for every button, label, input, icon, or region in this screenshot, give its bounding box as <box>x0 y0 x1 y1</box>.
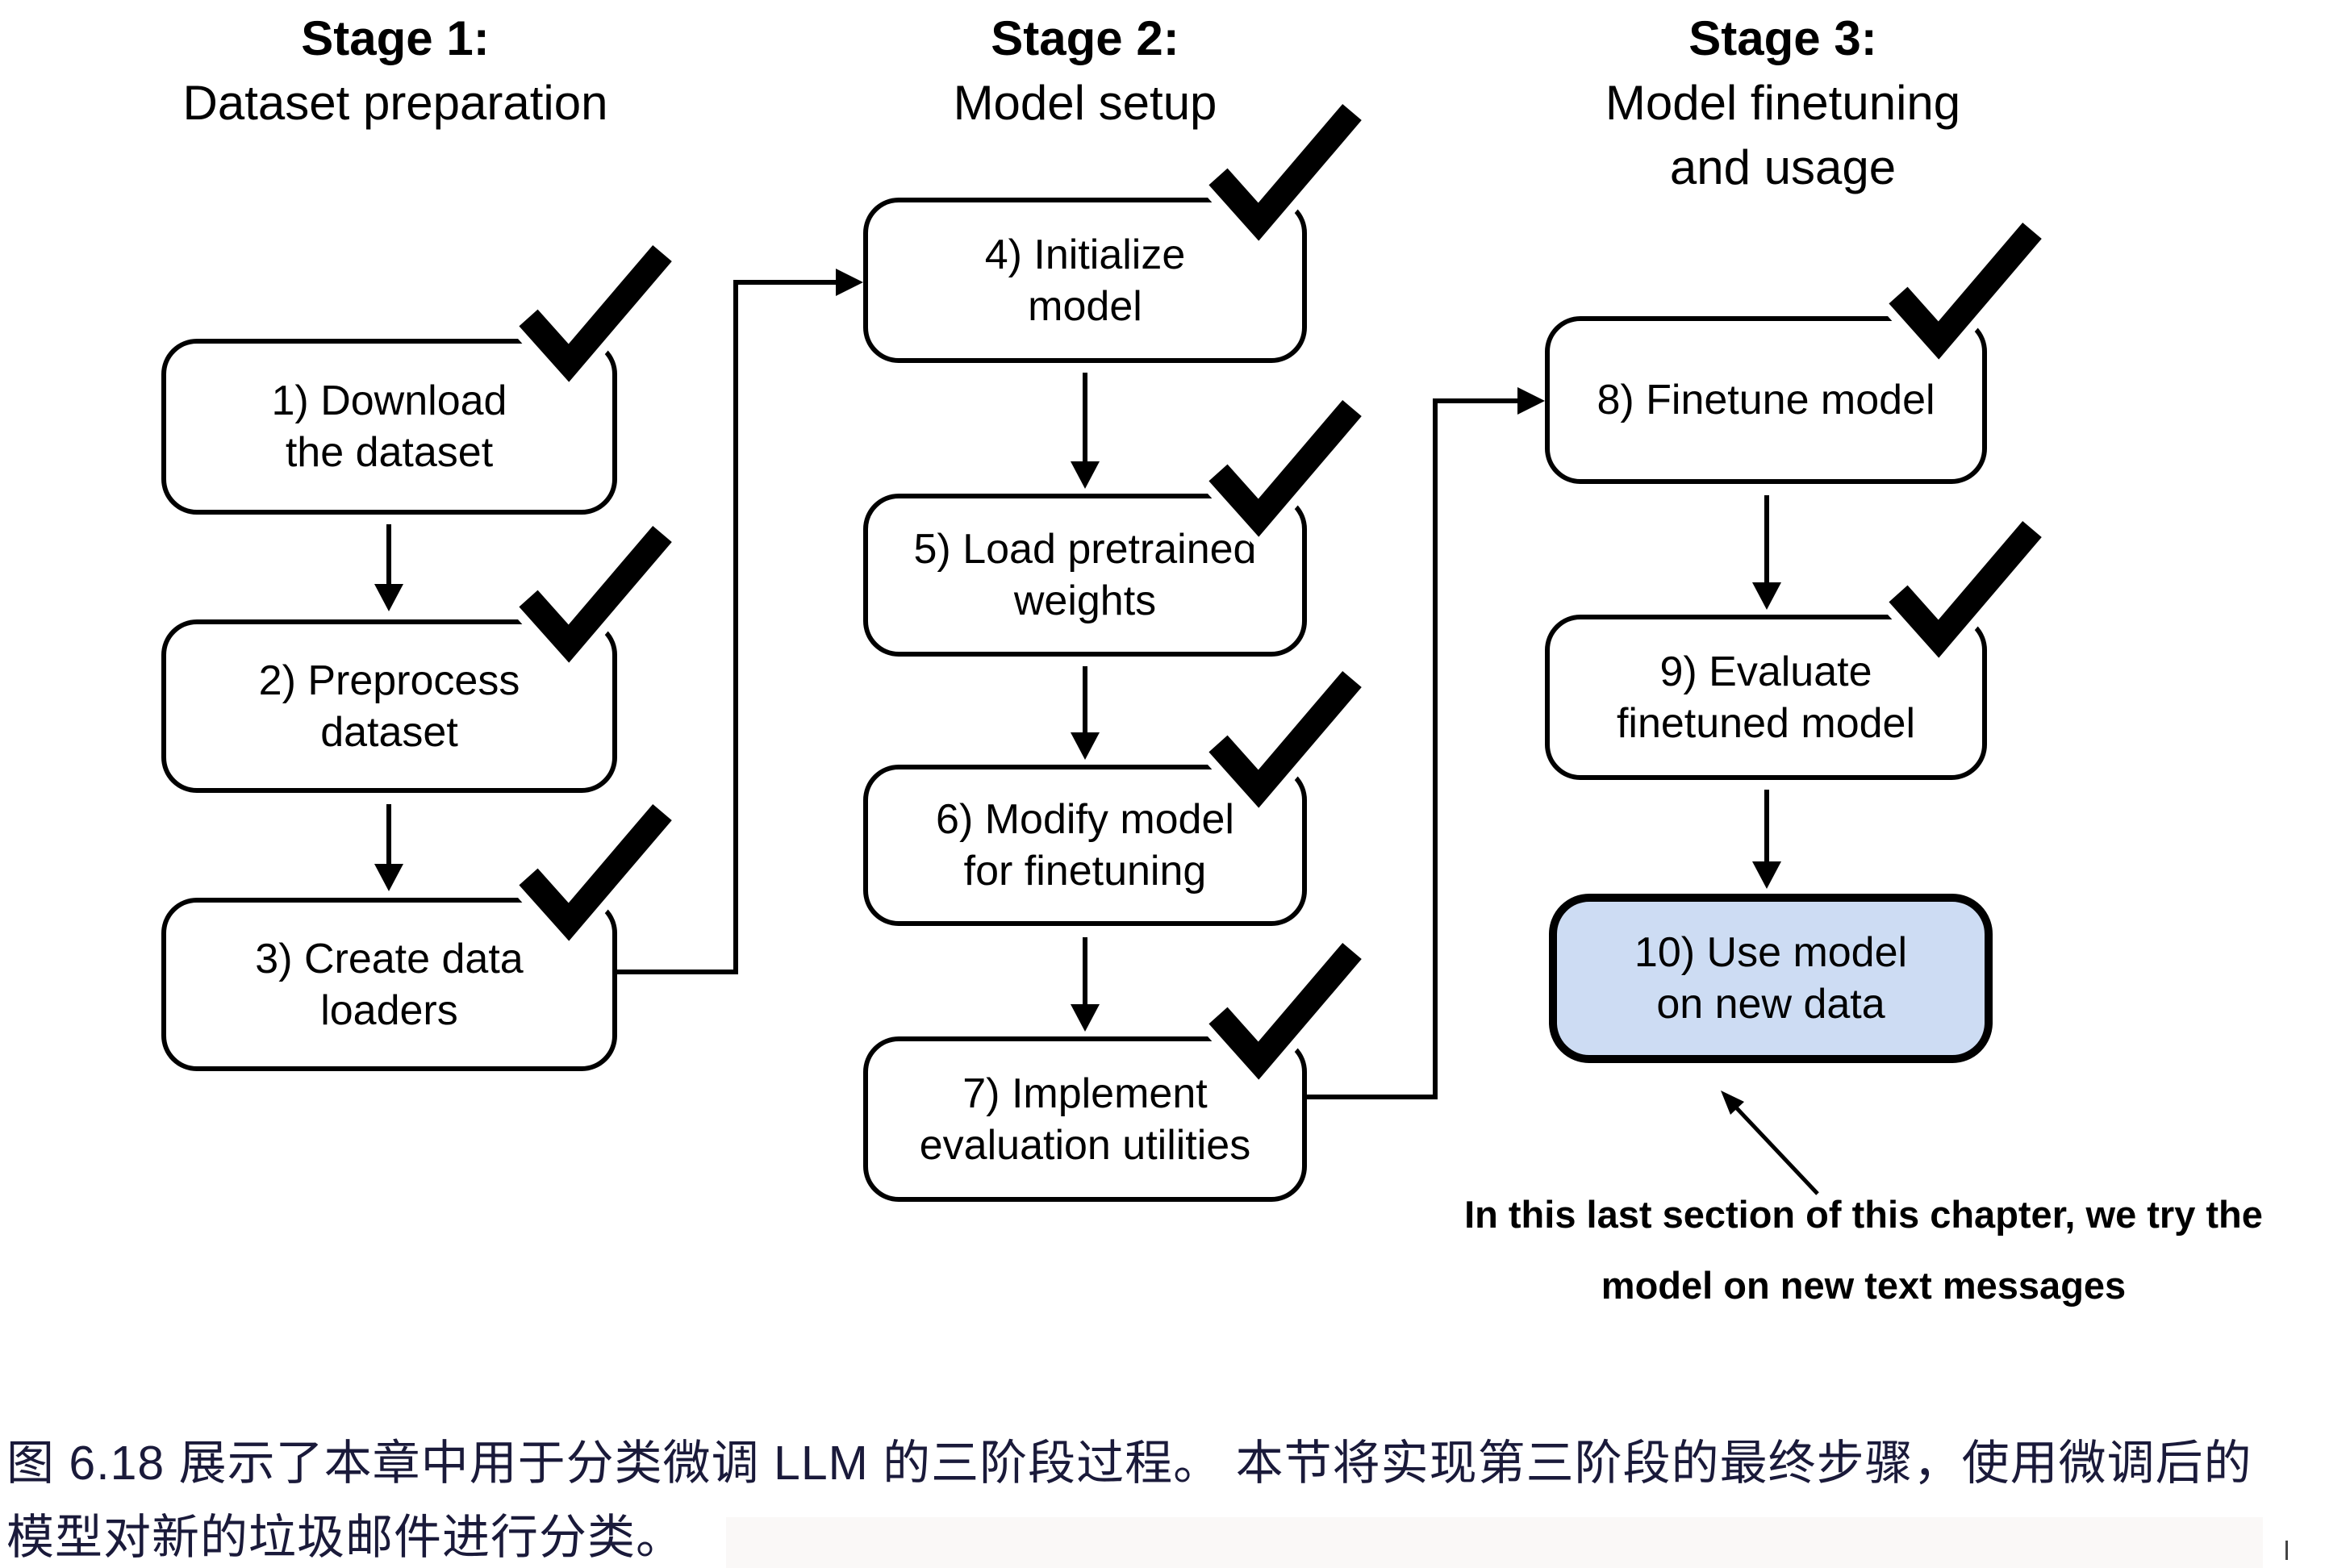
down-arrow-box1-to-box2 <box>374 524 403 611</box>
down-arrow-box9-to-box10 <box>1752 790 1781 889</box>
checkmark-icon-box-2 <box>511 519 679 678</box>
connector-stage1-to-stage2-riser <box>733 281 738 974</box>
flow-box-5-label: 5) Load pretrained weights <box>913 526 1257 624</box>
stage-2-header: Stage 2: Model setup <box>803 6 1367 136</box>
connector-stage1-to-stage2-bottom <box>615 970 736 974</box>
stage-1-title: Stage 1: <box>301 11 490 65</box>
connector-stage2-to-stage3-riser <box>1433 398 1438 1099</box>
stage-3-title: Stage 3: <box>1688 11 1877 65</box>
flow-box-3-create-data-loaders: 3) Create data loaders <box>161 898 617 1071</box>
stage-2-subtitle: Model setup <box>953 76 1217 130</box>
flow-box-10-use-model-new-data: 10) Use model on new data <box>1549 894 1993 1063</box>
down-arrow-box6-to-box7 <box>1071 937 1100 1032</box>
flow-box-7-label: 7) Implement evaluation utilities <box>919 1070 1251 1169</box>
flow-box-3-label: 3) Create data loaders <box>255 935 524 1034</box>
stage-3-subtitle: Model finetuning and usage <box>1605 76 1961 194</box>
checkmark-icon-box-4 <box>1201 98 1369 256</box>
checkmark-icon-box-6 <box>1201 665 1369 823</box>
connector-stage2-to-stage3-top <box>1433 398 1520 403</box>
flow-box-8-label: 8) Finetune model <box>1597 377 1935 423</box>
flow-box-5-load-pretrained-weights: 5) Load pretrained weights <box>863 494 1307 657</box>
flow-box-9-evaluate-finetuned-model: 9) Evaluate finetuned model <box>1545 615 1987 780</box>
down-arrow-box5-to-box6 <box>1071 666 1100 760</box>
stage-3-header: Stage 3: Model finetuning and usage <box>1501 6 2065 200</box>
flow-box-1-download-dataset: 1) Download the dataset <box>161 339 617 515</box>
stage-1-subtitle: Dataset preparation <box>182 76 608 130</box>
checkmark-icon-box-9 <box>1881 515 2049 673</box>
connector-arrowhead-into-box4 <box>836 269 863 296</box>
annotation-text: In this last section of this chapter, we… <box>1464 1193 2263 1307</box>
connector-stage1-to-stage2-top <box>733 280 838 285</box>
checkmark-icon-box-7 <box>1201 936 1369 1095</box>
connector-arrowhead-into-box8 <box>1517 387 1545 415</box>
flow-box-10-label: 10) Use model on new data <box>1634 929 1908 1028</box>
stage-2-title: Stage 2: <box>991 11 1179 65</box>
stage-1-header: Stage 1: Dataset preparation <box>113 6 678 136</box>
flow-box-9-label: 9) Evaluate finetuned model <box>1616 648 1916 747</box>
flow-box-4-label: 4) Initialize model <box>984 231 1186 330</box>
text-cursor <box>2285 1541 2288 1560</box>
down-arrow-box2-to-box3 <box>374 804 403 891</box>
connector-stage2-to-stage3-bottom <box>1304 1095 1438 1099</box>
flow-box-6-label: 6) Modify model for finetuning <box>936 796 1234 895</box>
flow-box-2-preprocess-dataset: 2) Preprocess dataset <box>161 619 617 793</box>
checkmark-icon-box-8 <box>1881 216 2049 374</box>
bottom-strip <box>726 1517 2263 1568</box>
checkmark-icon-box-3 <box>511 798 679 956</box>
down-arrow-box4-to-box5 <box>1071 373 1100 489</box>
down-arrow-box8-to-box9 <box>1752 495 1781 610</box>
figure-caption: 图 6.18 展示了本章中用于分类微调 LLM 的三阶段过程。 本节将实现第三阶… <box>6 1437 2252 1564</box>
flow-box-1-label: 1) Download the dataset <box>271 377 507 476</box>
annotation-arrow-icon <box>1721 1091 1819 1195</box>
checkmark-icon-box-1 <box>511 239 679 397</box>
flow-box-2-label: 2) Preprocess dataset <box>258 657 520 756</box>
checkmark-icon-box-5 <box>1201 394 1369 552</box>
